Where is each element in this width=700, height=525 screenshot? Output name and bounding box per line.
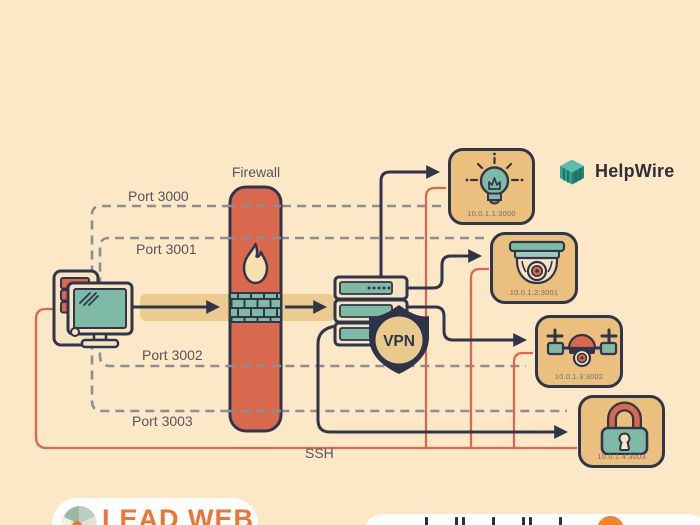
device-smart-lock: 10.0.1.4:3003	[578, 395, 665, 468]
camera-icon	[508, 240, 566, 285]
port-3000-label: Port 3000	[128, 188, 189, 204]
badge-orange-icon	[597, 516, 624, 525]
device-smart-bulb: 10.0.1.1:3000	[448, 148, 535, 225]
port-3001-3002-dashed-path	[98, 236, 526, 368]
port-3002-label: Port 3002	[142, 347, 203, 363]
server-to-bulb-connector	[379, 165, 441, 277]
flame-icon	[242, 242, 269, 285]
ssh-label: SSH	[305, 445, 334, 461]
ssh-branch-camera	[469, 267, 489, 448]
helpwire-logo: HelpWire	[556, 156, 674, 187]
device-ip: 10.0.1.2:3001	[509, 288, 559, 297]
leadweb-badge: LEAD WEB	[52, 498, 258, 525]
server-led-dots	[367, 286, 391, 290]
device-security-camera: 10.0.1.2:3001	[490, 232, 578, 304]
device-ip: 10.0.1.3:3002	[554, 372, 604, 381]
ssh-line	[34, 307, 577, 450]
leadweb-logo-text: LEAD WEB	[102, 504, 254, 525]
lock-icon	[600, 401, 649, 455]
device-drone: 10.0.1.3:3002	[535, 315, 623, 388]
drone-icon	[546, 328, 618, 368]
helpwire-logo-icon	[560, 159, 584, 185]
brick-wall-icon	[229, 292, 282, 323]
server-to-camera-connector	[407, 249, 483, 290]
device-ip: 10.0.1.1:3000	[467, 209, 516, 218]
client-computer-icon	[52, 269, 134, 349]
vpn-label: VPN	[383, 333, 415, 350]
ssh-branch-bulb	[424, 186, 446, 448]
server-to-lock-connector	[316, 324, 569, 439]
bulb-icon	[465, 152, 524, 205]
ssh-branch-drone	[512, 351, 533, 448]
leadweb-globe-icon	[61, 506, 97, 525]
firewall-bar	[228, 185, 283, 433]
helpwire-logo-text: HelpWire	[595, 161, 675, 181]
bottom-right-badge	[363, 514, 700, 525]
firewall-label: Firewall	[231, 164, 281, 180]
server-to-drone-connector	[407, 305, 528, 347]
port-3001-label: Port 3001	[136, 241, 197, 257]
device-ip: 10.0.1.4:3003	[597, 452, 646, 461]
port-3003-label: Port 3003	[132, 413, 193, 429]
vpn-shield-icon: VPN	[369, 305, 429, 374]
